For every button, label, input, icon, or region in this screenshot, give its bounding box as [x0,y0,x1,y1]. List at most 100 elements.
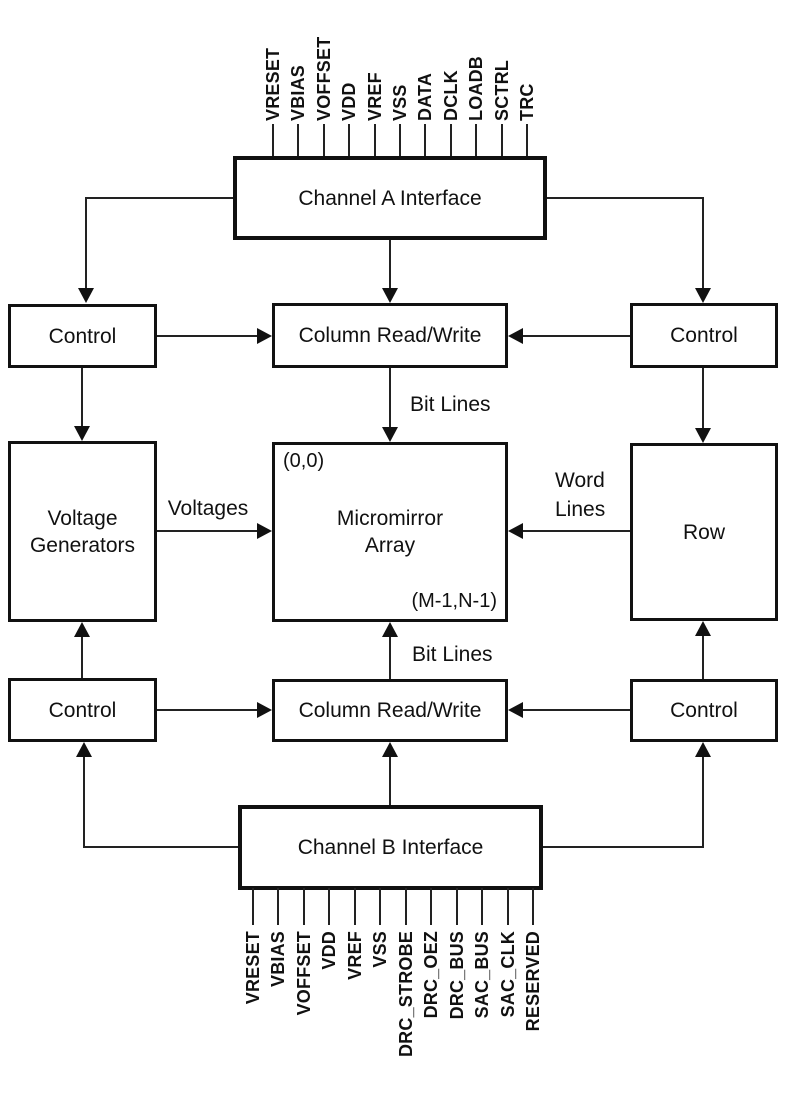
pin-line [348,124,350,157]
control-top-right-label: Control [670,324,738,347]
pin-line [399,124,401,157]
wire-voltages [157,530,259,532]
voltages-label: Voltages [167,497,249,520]
arrowhead [695,288,711,303]
pin-label-bottom: VRESET [243,931,263,1005]
wire-channel-b-to-column-rw [389,755,391,805]
channel-b-interface-block: Channel B Interface [238,805,543,890]
pin-line [532,888,534,925]
pin-line [272,124,274,157]
wire-control-to-row [702,368,704,430]
wire-control-to-row-bottom [702,634,704,679]
wire-channel-b-to-control-right [543,846,704,848]
pin-line [303,888,305,925]
wire-channel-b-to-control-right [702,755,704,848]
pin-line [424,124,426,157]
arrowhead [78,288,94,303]
arrowhead [74,426,90,441]
micromirror-array-block: (0,0) Micromirror Array (M-1,N-1) [272,442,508,622]
voltage-generators-block: Voltage Generators [8,441,157,622]
pin-line [405,888,407,925]
arrowhead [76,742,92,757]
pin-label-top: VBIAS [288,64,308,121]
pin-label-bottom: VREF [345,931,365,980]
pin-label-top: VRESET [263,47,283,121]
control-bottom-left-label: Control [48,698,117,722]
pin-label-top: TRC [517,83,537,121]
wire-word-lines [521,530,630,532]
bit-lines-top-label: Bit Lines [410,393,491,416]
wire-channel-b-to-control-left [83,755,85,848]
control-bottom-right-label: Control [670,699,738,722]
pin-label-top: DCLK [441,70,461,121]
wire-control-left-to-column-rw-bottom [157,709,259,711]
pin-line [379,888,381,925]
wire-channel-a-to-control-right [546,197,704,199]
arrowhead [257,523,272,539]
pin-label-top: VDD [339,82,359,121]
micromirror-origin-label: (0,0) [283,450,325,472]
wire-control-to-voltage-generators [81,368,83,428]
pin-label-bottom: SAC_CLK [498,931,518,1018]
pin-label-bottom: DRC_OEZ [421,931,441,1019]
arrowhead [382,427,398,442]
pin-label-bottom: DRC_BUS [447,931,467,1020]
pin-label-top: VREF [365,72,385,121]
wire-channel-a-to-column-rw [389,240,391,290]
bit-lines-bottom-label: Bit Lines [412,643,493,666]
pin-line [475,124,477,157]
pin-line [507,888,509,925]
arrowhead [382,288,398,303]
arrowhead [695,621,711,636]
wire-channel-a-to-control-left [85,197,233,199]
control-top-left-label: Control [48,324,117,348]
pin-label-bottom: VSS [370,931,390,968]
column-read-write-bottom-label: Column Read/Write [298,699,482,722]
row-label: Row [682,520,725,544]
word-lines-label: Word Lines [555,469,606,521]
pin-label-bottom: DRC_STROBE [396,931,416,1058]
wire-control-right-to-column-rw-bottom [521,709,630,711]
pin-line [277,888,279,925]
pin-label-top: SCTRL [492,60,512,121]
pin-line [323,124,325,157]
pin-label-bottom: VOFFSET [294,931,314,1016]
arrowhead [382,742,398,757]
pin-line [526,124,528,157]
wire-control-right-to-column-rw [521,335,630,337]
pin-label-bottom: RESERVED [523,931,543,1032]
pin-line [481,888,483,925]
wire-channel-b-to-control-left [83,846,238,848]
arrowhead [382,622,398,637]
pin-line [297,124,299,157]
arrowhead [508,328,523,344]
pin-line [252,888,254,925]
arrowhead [695,428,711,443]
channel-a-interface-label: Channel A Interface [298,186,482,210]
arrowhead [74,622,90,637]
pin-line [328,888,330,925]
control-top-left-block: Control [8,304,157,368]
column-read-write-top-label: Column Read/Write [298,324,482,347]
row-block: Row [630,443,778,621]
control-bottom-left-block: Control [8,678,157,742]
arrowhead [257,328,272,344]
micromirror-array-label: Micromirror Array [336,507,444,557]
wire-control-to-voltage-generators-bottom [81,635,83,678]
pin-line [374,124,376,157]
pin-label-bottom: SAC_BUS [472,931,492,1019]
wire-bit-lines-top [389,368,391,429]
pin-line [501,124,503,157]
pin-label-bottom: VDD [319,931,339,970]
pin-label-bottom: VBIAS [268,931,288,988]
pin-label-top: VOFFSET [314,36,334,121]
column-read-write-top-block: Column Read/Write [272,303,508,368]
pin-line [450,124,452,157]
micromirror-extent-label: (M-1,N-1) [411,590,497,612]
channel-b-interface-label: Channel B Interface [297,836,484,859]
wire-channel-a-to-control-left [85,197,87,289]
wire-control-left-to-column-rw [157,335,259,337]
column-read-write-bottom-block: Column Read/Write [272,679,508,742]
control-top-right-block: Control [630,303,778,368]
